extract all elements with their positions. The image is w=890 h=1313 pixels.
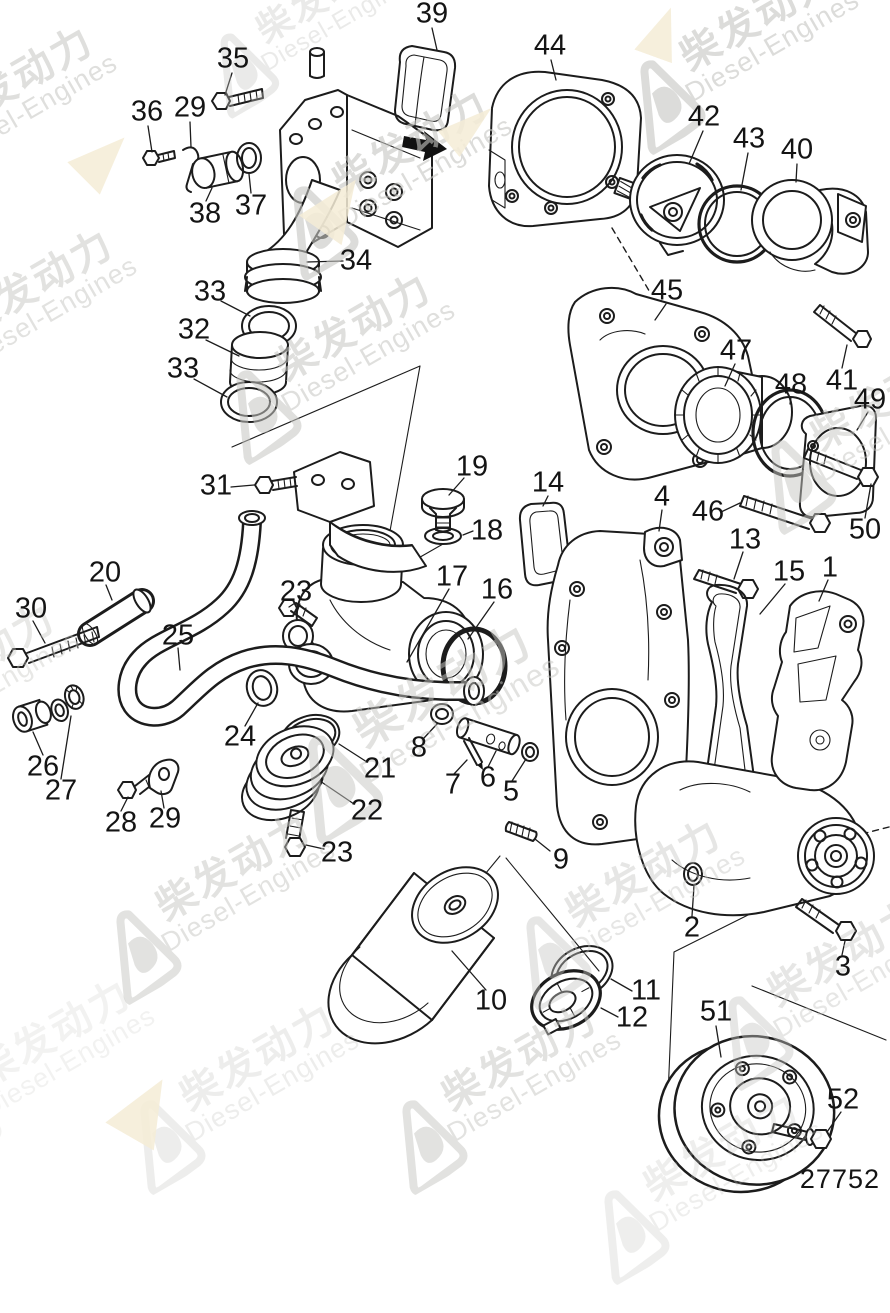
part-10-oil-filter [327,866,499,1045]
callout-23a: 23 [279,575,313,608]
callout-18: 18 [470,514,504,547]
part-26-plug [12,698,52,733]
callout-21: 21 [363,752,397,785]
callout-15: 15 [772,555,806,588]
callout-6: 6 [479,761,497,794]
part-29-clamp [148,758,180,796]
part-40-thermostat-outlet [751,179,869,275]
part-24-seal-ring [245,669,279,707]
callout-14: 14 [531,466,565,499]
callout-3: 3 [834,950,852,983]
callout-30: 30 [14,592,48,625]
callout-45: 45 [650,274,684,307]
part-9-stud [504,821,538,842]
part-5-ring [521,742,539,762]
diagram-stage: 柴发动力Diesel-Engines柴发动力Diesel-Engines柴发动力… [0,0,890,1286]
callout-44: 44 [533,29,567,62]
assembly-arrow-icon [402,131,447,161]
part-37-sealing-ring [236,142,262,174]
callout-31: 31 [199,469,233,502]
part-7-pin [463,737,483,770]
part-52-bolt [771,1123,832,1149]
callout-11: 11 [630,974,662,1007]
callout-7: 7 [444,768,462,801]
callout-50: 50 [848,513,882,546]
part-12-cap [530,969,602,1036]
callout-8: 8 [410,731,428,764]
callout-1: 1 [821,551,839,584]
callout-2: 2 [683,911,701,944]
callout-10: 10 [474,984,508,1017]
callout-33a: 33 [193,275,227,308]
callout-27: 27 [44,774,78,807]
callout-19: 19 [455,450,489,483]
callout-24: 24 [223,720,257,753]
part-19-plug [421,488,465,533]
leader-lines [32,27,872,1133]
part-8-seal-ring [430,703,454,725]
part-42-thermostat [613,154,725,256]
callout-51: 51 [699,995,733,1028]
part-44-cover [488,70,642,228]
callout-35: 35 [216,42,250,75]
part-30-bolt [7,626,100,668]
callout-46: 46 [691,495,725,528]
callout-13: 13 [728,523,762,556]
part-41-bolt [813,304,872,348]
callout-12: 12 [615,1001,649,1034]
callout-47: 47 [719,334,753,367]
callout-32: 32 [177,313,211,346]
callout-29a: 29 [173,91,207,124]
part-20-pipe [77,588,155,647]
part-51-pulley [657,1034,836,1194]
part-18-washer [424,527,462,545]
part-27-washers [50,684,85,723]
callout-48: 48 [774,368,808,401]
callout-42: 42 [687,100,721,133]
callout-16: 16 [480,573,514,606]
part-3-bolt [795,898,857,941]
callout-23b: 23 [320,836,354,869]
callout-37: 37 [234,189,268,222]
part-2-water-pump [634,760,875,917]
diagram-number: 27752 [799,1164,880,1194]
callout-34: 34 [339,244,373,277]
callout-17: 17 [435,560,469,593]
part-38-plug [191,150,245,189]
part-36-bolt [142,150,176,166]
callout-4: 4 [653,480,671,513]
callout-5: 5 [502,775,520,808]
exploded-diagram [7,27,890,1194]
part-47-adapter [674,366,793,464]
callout-29b: 29 [148,802,182,835]
callout-28: 28 [104,806,138,839]
callout-49: 49 [853,383,887,416]
callout-43: 43 [732,122,766,155]
part-23-bolt-lower [284,809,306,857]
callout-9: 9 [552,843,570,876]
callout-33b: 33 [166,352,200,385]
callout-41: 41 [825,364,859,397]
part-6-sleeve [455,717,521,756]
part-25-coolant-pipe [117,510,485,727]
callout-26: 26 [26,750,60,783]
part-35-bolt [211,88,264,110]
callout-52: 52 [826,1083,860,1116]
callout-25: 25 [161,619,195,652]
callout-36: 36 [130,95,164,128]
callout-39: 39 [415,0,449,30]
callout-40: 40 [780,133,814,166]
callout-20: 20 [88,556,122,589]
part-1-bracket [770,590,865,792]
part-4-timing-cover [546,526,690,846]
callout-38: 38 [188,197,222,230]
part-31-bracket [254,451,427,573]
callout-22: 22 [350,794,384,827]
part-22-pulley [241,725,335,822]
